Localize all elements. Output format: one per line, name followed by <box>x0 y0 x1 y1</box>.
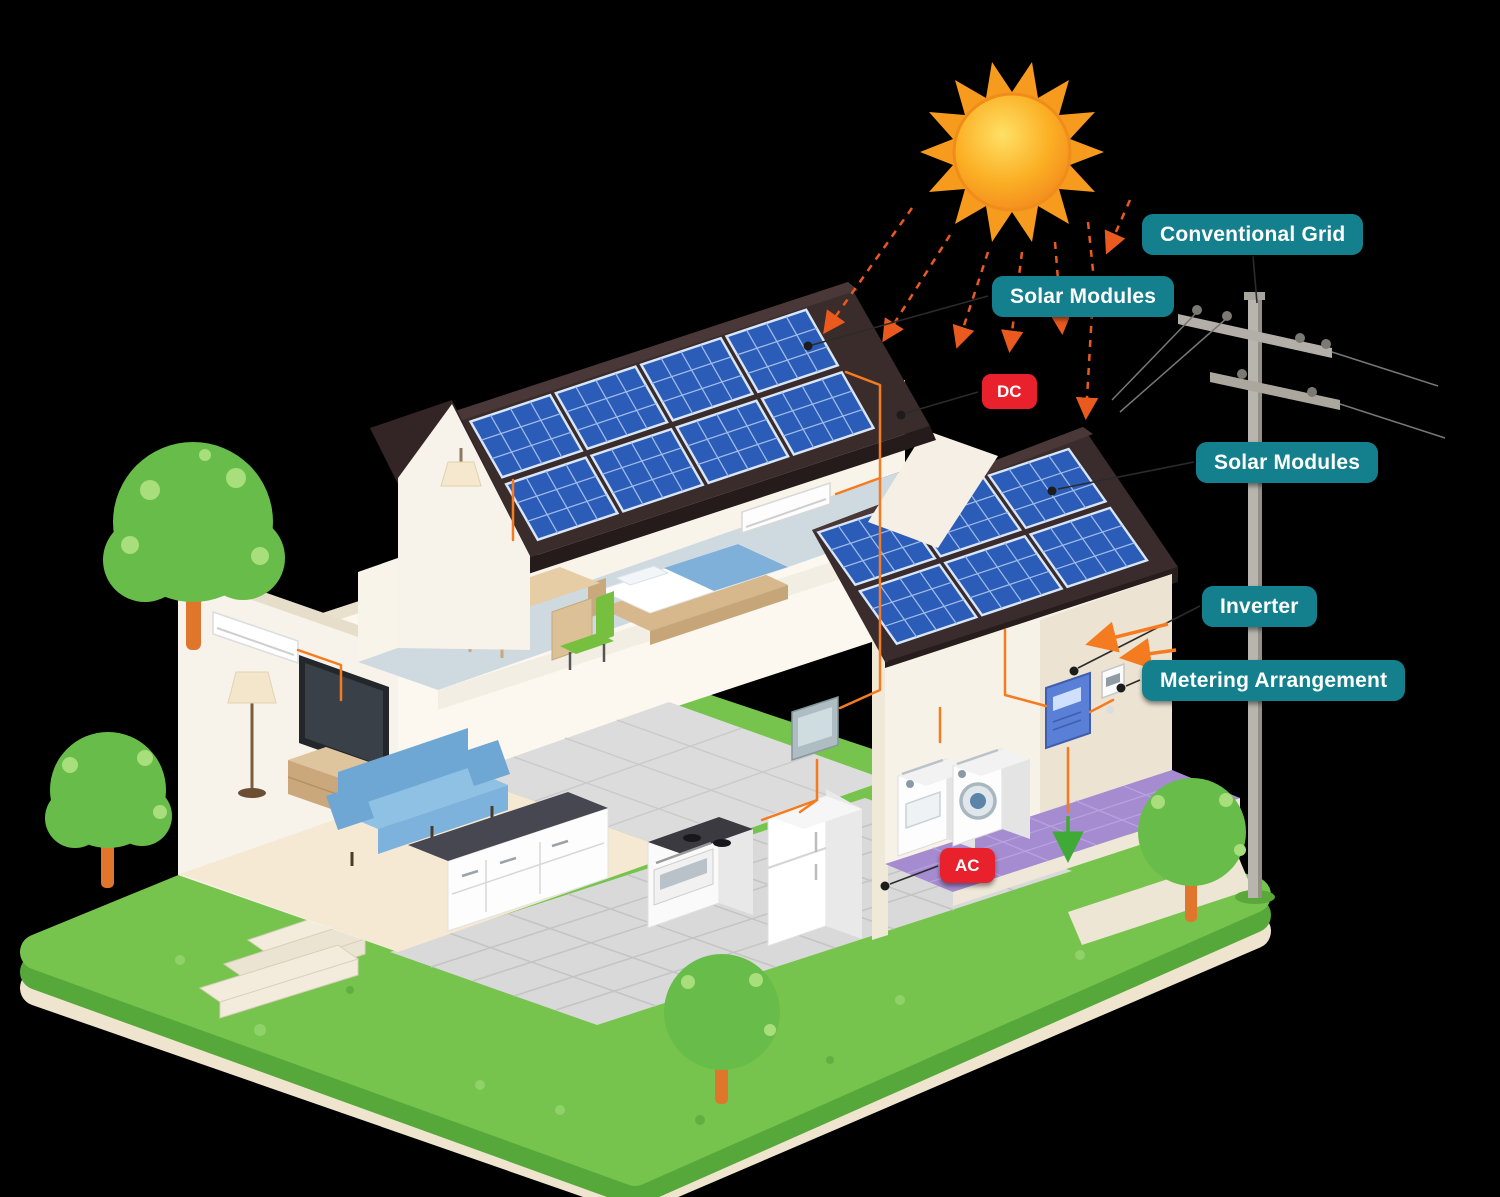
inverter-arrows <box>1085 621 1177 670</box>
floor-lamp <box>227 671 277 798</box>
washer <box>952 748 1030 847</box>
stove <box>647 816 753 929</box>
air-conditioner-living <box>212 610 299 665</box>
fridge <box>767 789 862 947</box>
wall-lamp <box>440 448 482 487</box>
insulators <box>1192 305 1331 397</box>
label-inverter: Inverter <box>1202 586 1317 627</box>
west-gable-wall <box>398 404 530 650</box>
tree <box>664 954 780 1104</box>
label-conventional-grid: Conventional Grid <box>1142 214 1364 255</box>
label-dc: DC <box>982 374 1037 409</box>
wiring <box>296 370 1115 822</box>
sun-icon <box>920 62 1104 242</box>
bed <box>588 543 790 645</box>
east-gable-wall <box>868 430 998 548</box>
tv <box>299 655 389 775</box>
kitchen-island <box>408 792 609 932</box>
tree <box>1138 778 1246 922</box>
label-solar-modules-garage: Solar Modules <box>1196 442 1379 483</box>
label-solar-modules-main: Solar Modules <box>992 276 1175 317</box>
tree <box>103 442 285 650</box>
east-cut-wall <box>872 635 888 940</box>
air-conditioner-bedroom <box>741 481 831 535</box>
label-ac: AC <box>940 848 995 883</box>
label-metering-arrangement: Metering Arrangement <box>1142 660 1406 701</box>
connector-dots <box>803 341 1126 891</box>
inverter-unit <box>1045 671 1091 750</box>
breaker-panel <box>791 695 839 762</box>
tree <box>45 732 172 888</box>
desk-chair <box>560 591 614 670</box>
sofa <box>326 728 510 866</box>
callout-connectors <box>811 255 1258 885</box>
power-lines <box>1111 311 1446 439</box>
